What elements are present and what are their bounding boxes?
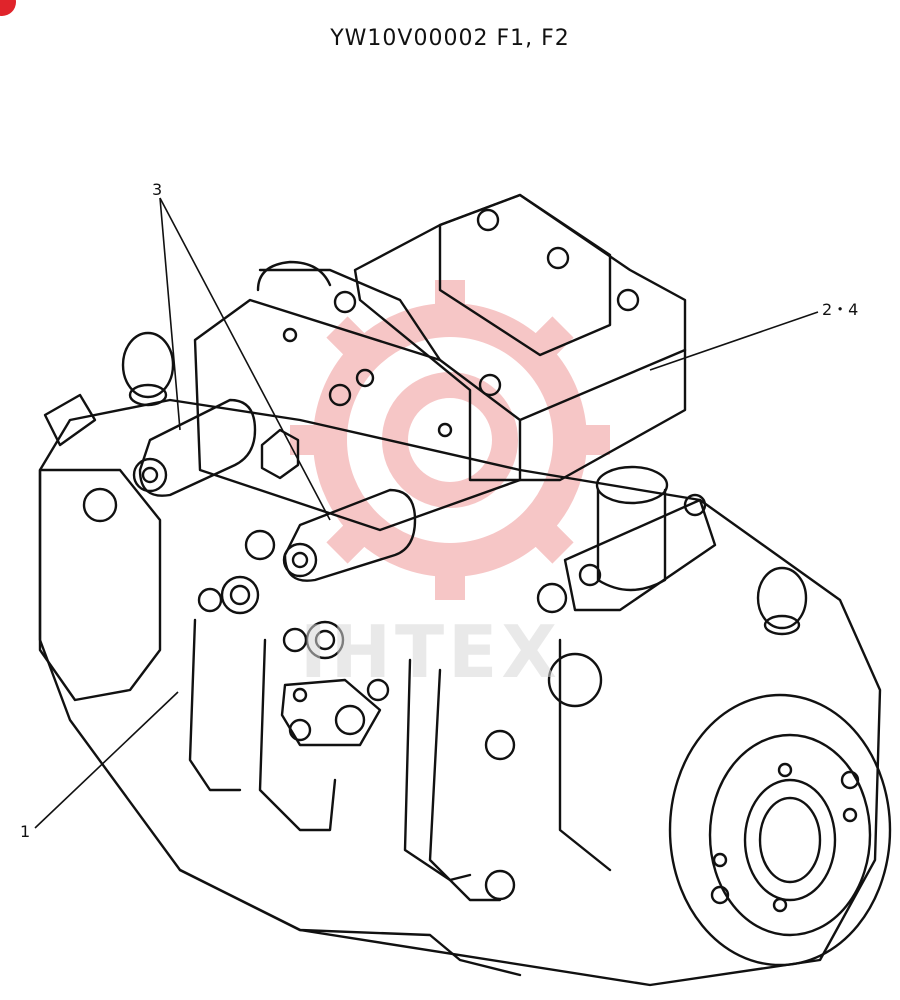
hex-plug [260, 428, 300, 480]
housing-rib-2 [258, 638, 337, 832]
callout-part-2-4: 2・4 [822, 300, 859, 319]
side-bolt-1 [536, 582, 568, 614]
regulator-block-top [258, 268, 442, 362]
fitting-1 [244, 529, 276, 561]
block-hole-2 [437, 422, 453, 438]
drive-gear [43, 393, 97, 447]
block-bolt-3 [478, 373, 502, 397]
brand-watermark: IHTEX [300, 610, 561, 694]
front-cover [38, 468, 162, 702]
cap-flange [563, 498, 717, 612]
control-box-cap [438, 193, 612, 357]
housing-rib-1 [188, 618, 242, 792]
housing-rib-4 [428, 668, 502, 902]
gear-watermark [290, 280, 610, 600]
leader-3b [159, 197, 331, 521]
fitting-3 [197, 587, 223, 613]
housing-rib-5 [558, 638, 612, 872]
regulator-block-left [193, 298, 522, 532]
leader-3a [159, 197, 181, 431]
flange-plate [280, 678, 382, 747]
fitting-6 [366, 678, 390, 702]
leader-1 [34, 691, 179, 829]
callout-part-3: 3 [152, 180, 163, 199]
lifting-eye-right [756, 566, 808, 630]
housing-rib-3 [403, 658, 472, 882]
top-knob [256, 260, 332, 292]
front-cover-hole [82, 487, 118, 523]
block-bolt-1 [333, 290, 357, 314]
lifting-eye-left [121, 331, 175, 399]
leader-2-4 [649, 311, 819, 371]
block-bolt-2 [328, 383, 352, 407]
pump-main-body [38, 398, 882, 987]
block-bolt-4 [355, 368, 375, 388]
fitting-2 [220, 575, 260, 615]
pump-assembly [38, 193, 892, 987]
block-hole-1 [282, 327, 298, 343]
drawing-title: YW10V00002 F1, F2 [330, 26, 570, 51]
side-bolt-3 [484, 869, 516, 901]
mounting-flange [668, 693, 892, 967]
fitting-5 [282, 627, 308, 653]
cap-bolt-2 [546, 246, 570, 270]
side-bolt-2 [484, 729, 516, 761]
shaft-bore [743, 778, 837, 902]
leader-lines [34, 197, 819, 829]
large-hex-plug [547, 652, 603, 708]
callout-part-1: 1 [20, 822, 31, 841]
cap-bolt-3 [616, 288, 640, 312]
lower-edge [178, 868, 522, 977]
control-box-face [518, 348, 687, 422]
cap-bolt-1 [476, 208, 500, 232]
